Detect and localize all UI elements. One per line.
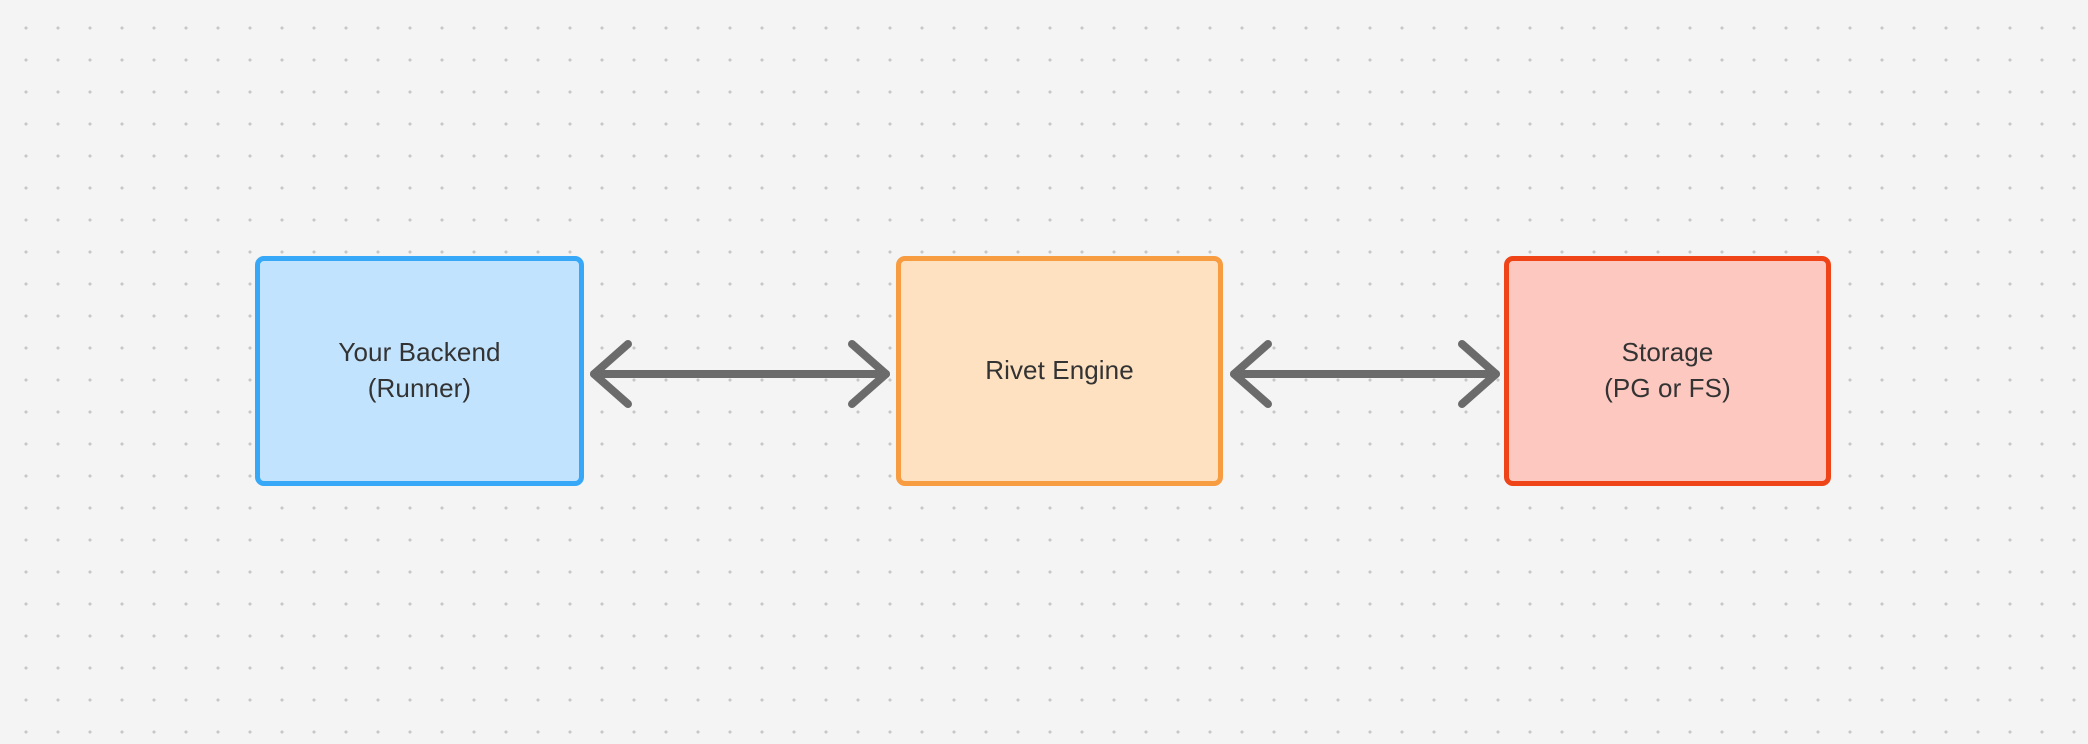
connector-backend-to-engine[interactable] xyxy=(586,336,894,412)
connector-engine-to-storage[interactable] xyxy=(1226,336,1504,412)
node-storage-label: Storage (PG or FS) xyxy=(1604,337,1731,403)
node-rivet-engine[interactable]: Rivet Engine xyxy=(896,256,1223,486)
node-your-backend[interactable]: Your Backend (Runner) xyxy=(255,256,584,486)
node-rivet-engine-label: Rivet Engine xyxy=(985,355,1134,386)
node-storage[interactable]: Storage (PG or FS) xyxy=(1504,256,1831,486)
node-your-backend-label: Your Backend (Runner) xyxy=(338,337,501,403)
